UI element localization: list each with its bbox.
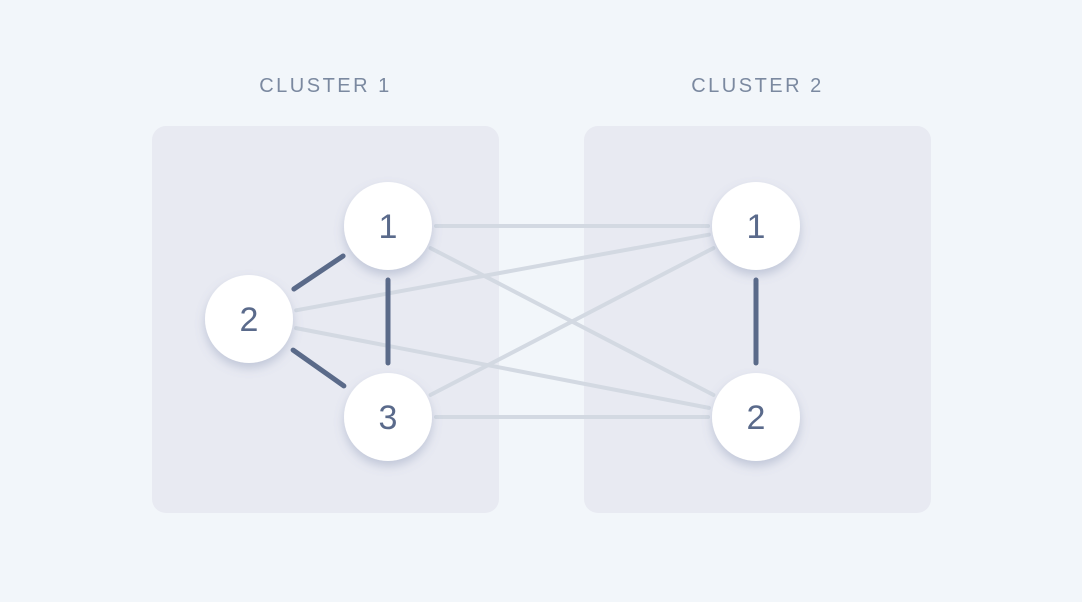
edge-c1n3-c2n1 (428, 246, 716, 397)
cluster-2-node-1: 1 (712, 182, 800, 270)
cluster-2-node-2-label: 2 (747, 399, 766, 437)
edge-c1n1-c1n2 (291, 253, 346, 292)
cluster-2-node-2-circle (712, 373, 800, 461)
cluster-1-node-2-label: 2 (240, 301, 259, 339)
cluster-1-node-2-circle (205, 275, 293, 363)
cluster2-title: CLUSTER 2 (691, 75, 824, 97)
nodes-layer: 1 2 3 1 2 (205, 182, 800, 461)
edges-layer (290, 224, 759, 419)
cluster-1-node-1-label: 1 (379, 208, 398, 246)
cluster-1-node-2: 2 (205, 275, 293, 363)
cluster1-title: CLUSTER 1 (259, 75, 392, 97)
edge-c1n2-c2n1 (294, 232, 711, 313)
cluster-2-node-2: 2 (712, 373, 800, 461)
cluster-1-node-3: 3 (344, 373, 432, 461)
cluster-2-node-1-label: 1 (747, 208, 766, 246)
cluster-1-node-1: 1 (344, 182, 432, 270)
cluster-1-node-3-circle (344, 373, 432, 461)
edge-c1n2-c1n3 (290, 347, 347, 389)
cluster-1-node-3-label: 3 (379, 399, 398, 437)
cluster-2-node-1-circle (712, 182, 800, 270)
cluster-1-node-1-circle (344, 182, 432, 270)
edge-c1n2-c2n2 (294, 326, 711, 410)
